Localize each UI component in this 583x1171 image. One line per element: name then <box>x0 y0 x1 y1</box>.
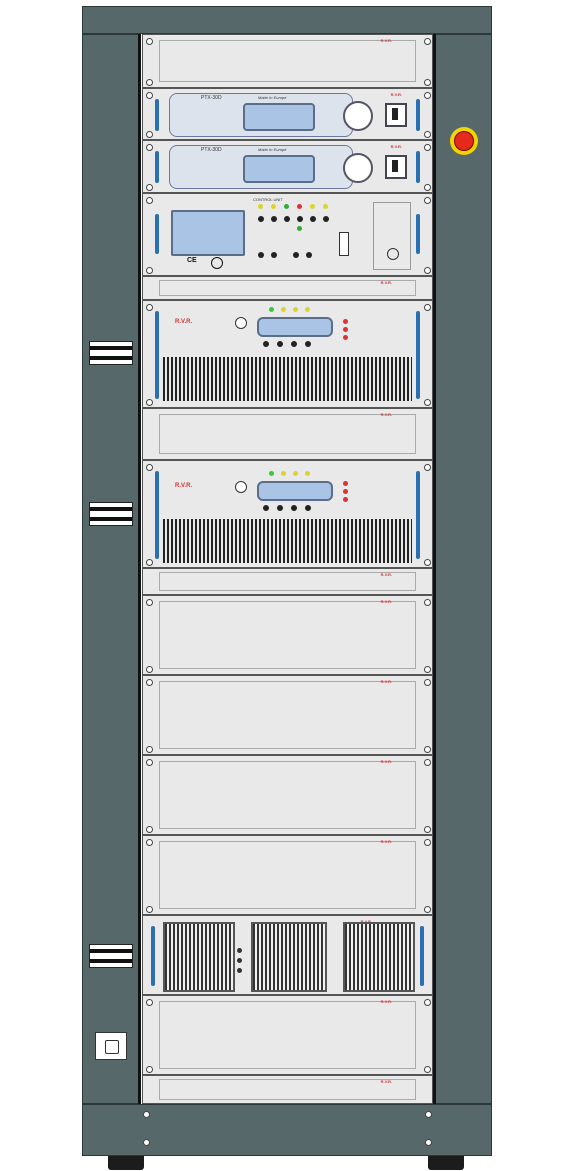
display-screen <box>243 155 315 183</box>
fan-grille <box>163 922 235 992</box>
display-screen <box>257 481 333 501</box>
emergency-stop-icon[interactable] <box>450 127 478 155</box>
exciter-unit: PTX-30D Made In Europe R.V.R. <box>142 140 433 193</box>
fan-grille <box>251 922 327 992</box>
cabinet-foot-right <box>428 1156 464 1170</box>
right-rack-rail <box>433 34 436 1104</box>
cable-label <box>89 341 133 365</box>
display-screen <box>257 317 333 337</box>
display-screen <box>243 103 315 131</box>
cabinet-right-side <box>435 34 492 1104</box>
cable-label <box>89 944 133 968</box>
ventilation-grille <box>163 357 412 401</box>
blank-panel: R.V.R. <box>142 835 433 915</box>
exciter-unit: PTX-30D Made In Europe R.V.R. <box>142 88 433 140</box>
power-switch[interactable] <box>385 155 407 179</box>
cabinet-left-side <box>82 34 139 1104</box>
control-knob[interactable] <box>343 153 373 183</box>
blank-panel: R.V.R. <box>142 408 433 460</box>
blank-panel: R.V.R. <box>142 276 433 300</box>
cabinet-foot-left <box>108 1156 144 1170</box>
blank-panel: R.V.R. <box>142 1075 433 1104</box>
fan-grille <box>343 922 415 992</box>
amplifier-unit: R.V.R. <box>142 460 433 568</box>
touch-screen[interactable] <box>171 210 245 256</box>
control-knob[interactable] <box>343 101 373 131</box>
info-icon <box>211 257 223 269</box>
power-outlet-icon <box>95 1032 127 1060</box>
blank-panel: R.V.R. <box>142 568 433 595</box>
blank-panel: R.V.R. <box>142 995 433 1075</box>
blank-panel: R.V.R. <box>142 595 433 675</box>
ventilation-grille <box>163 519 412 563</box>
blank-panel: R.V.R. <box>142 34 433 88</box>
cabinet-base <box>82 1104 492 1156</box>
cable-label <box>89 502 133 526</box>
power-supply-unit: R.V.R. <box>142 915 433 995</box>
left-rack-rail <box>138 34 141 1104</box>
amplifier-unit: R.V.R. <box>142 300 433 408</box>
blank-panel: R.V.R. <box>142 755 433 835</box>
blank-panel: R.V.R. <box>142 675 433 755</box>
power-switch[interactable] <box>385 103 407 127</box>
ce-mark-icon: CE <box>187 257 197 264</box>
cabinet-top <box>82 6 492 34</box>
control-unit: CONTROL UNIT CE <box>142 193 433 276</box>
